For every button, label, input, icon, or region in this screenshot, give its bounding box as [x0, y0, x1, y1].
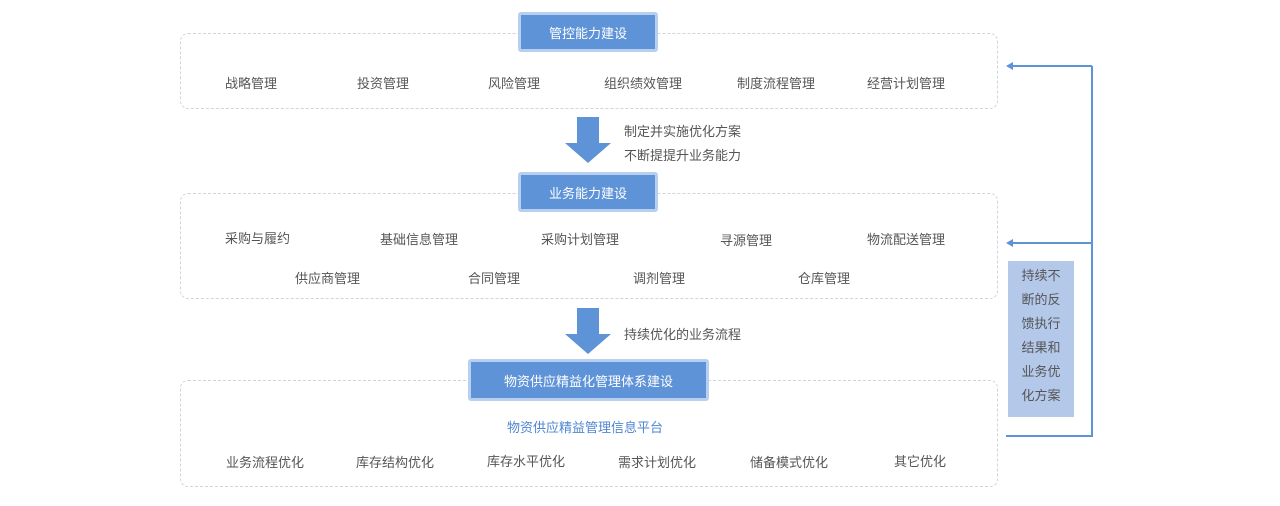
down-arrow-icon — [565, 117, 611, 163]
feedback-line: 馈执行 — [1021, 317, 1061, 332]
lean-item: 业务流程优化 — [226, 456, 305, 471]
section-lean-title: 物资供应精益化管理体系建设 — [468, 359, 709, 401]
feedback-line: 断的反 — [1021, 293, 1061, 308]
control-item: 制度流程管理 — [737, 77, 816, 92]
business-item: 物流配送管理 — [867, 233, 946, 248]
arrow1-note: 不断提提升业务能力 — [624, 149, 742, 164]
platform-label: 物资供应精益管理信息平台 — [507, 421, 664, 436]
lean-item: 需求计划优化 — [618, 456, 697, 471]
control-item: 战略管理 — [225, 77, 278, 92]
lean-item: 其它优化 — [894, 455, 947, 470]
feedback-line: 结果和 — [1021, 341, 1061, 356]
lean-item: 库存水平优化 — [487, 455, 566, 470]
business-item: 采购计划管理 — [541, 233, 620, 248]
control-item: 风险管理 — [488, 77, 541, 92]
control-item: 投资管理 — [357, 77, 410, 92]
lean-item: 储备模式优化 — [750, 456, 829, 471]
arrow1-note: 制定并实施优化方案 — [624, 125, 742, 140]
feedback-arrow-icon — [1006, 62, 1093, 437]
down-arrow-icon — [565, 308, 611, 354]
arrow2-note: 持续优化的业务流程 — [624, 328, 742, 343]
business-item: 合同管理 — [468, 272, 521, 287]
control-item: 组织绩效管理 — [604, 77, 683, 92]
feedback-line: 化方案 — [1021, 389, 1061, 404]
business-item: 基础信息管理 — [380, 233, 459, 248]
business-item: 采购与履约 — [225, 232, 291, 247]
lean-item: 库存结构优化 — [356, 456, 435, 471]
section-business-title: 业务能力建设 — [518, 172, 658, 212]
feedback-line: 业务优 — [1021, 365, 1061, 380]
control-item: 经营计划管理 — [867, 77, 946, 92]
section-control-title: 管控能力建设 — [518, 12, 658, 52]
business-item: 调剂管理 — [633, 272, 686, 287]
feedback-line: 持续不 — [1021, 269, 1061, 284]
business-item: 仓库管理 — [798, 272, 851, 287]
business-item: 供应商管理 — [295, 272, 361, 287]
business-item: 寻源管理 — [720, 234, 773, 249]
feedback-box: 持续不 断的反 馈执行 结果和 业务优 化方案 — [1008, 261, 1074, 417]
